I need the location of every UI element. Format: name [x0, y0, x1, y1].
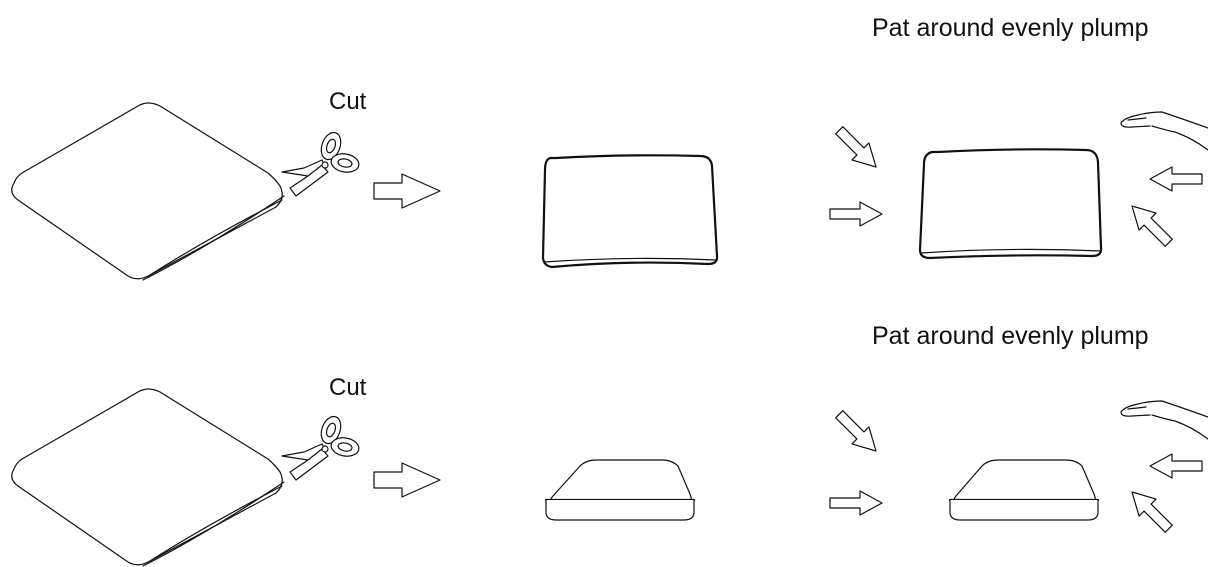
arrow-pat-left-2 [829, 490, 883, 516]
cut-label-top: Cut [329, 88, 367, 115]
arrow-pat-right [1149, 166, 1203, 192]
hand-icon [1120, 111, 1208, 151]
arrow-pat-bottomright-2 [1122, 482, 1178, 538]
compressed-cushion-icon [544, 459, 696, 521]
arrow-pat-left [829, 201, 883, 227]
cushion-icon [11, 102, 285, 281]
arrow-right-icon [373, 173, 441, 209]
arrow-pat-right-2 [1149, 453, 1203, 479]
plump-cushion-icon [948, 459, 1100, 521]
arrow-pat-bottomright [1122, 196, 1178, 252]
compressed-pillow-icon [541, 154, 719, 269]
hand-icon-2 [1120, 400, 1208, 440]
plump-pillow-icon [918, 148, 1103, 260]
arrow-pat-topleft-2 [830, 405, 886, 461]
arrow-pat-topleft [830, 121, 886, 177]
pat-label-top: Pat around evenly plump [872, 14, 1149, 42]
arrow-right-icon-2 [373, 462, 441, 498]
scissors-icon-2 [281, 415, 360, 481]
pat-label-bottom: Pat around evenly plump [872, 322, 1149, 350]
cushion-icon-2 [11, 388, 285, 567]
scissors-icon [281, 131, 360, 197]
cut-label-bottom: Cut [329, 374, 367, 401]
